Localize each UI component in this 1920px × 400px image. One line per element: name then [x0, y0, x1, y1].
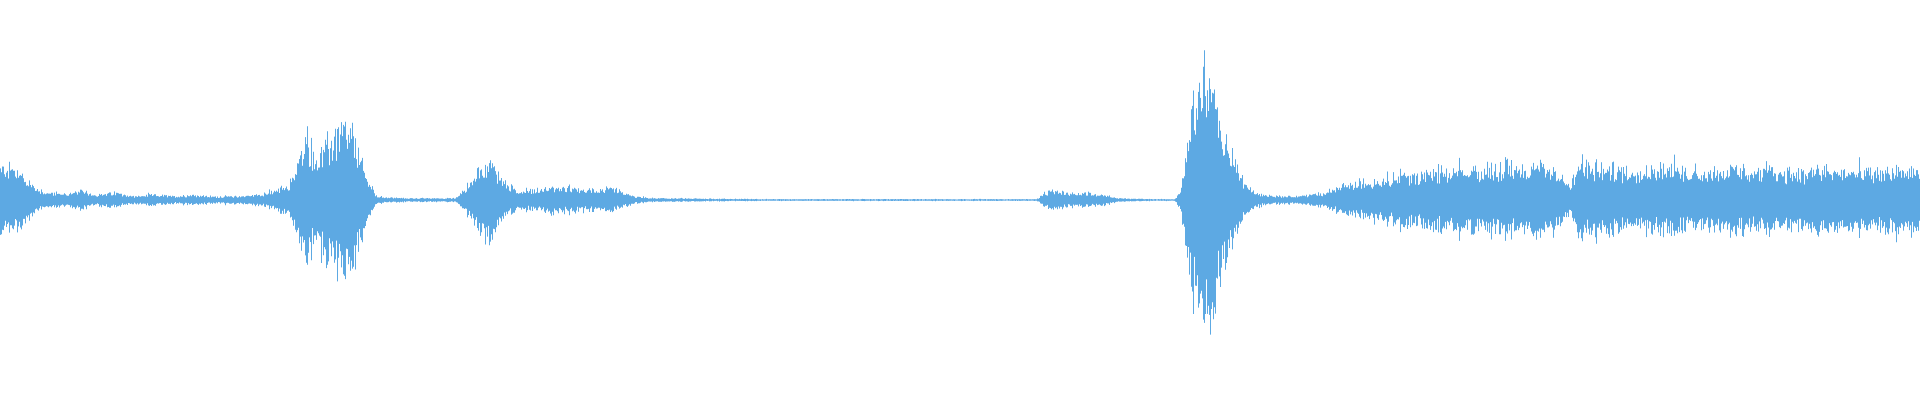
waveform-bars	[0, 50, 1920, 335]
waveform-samples	[0, 50, 1920, 335]
